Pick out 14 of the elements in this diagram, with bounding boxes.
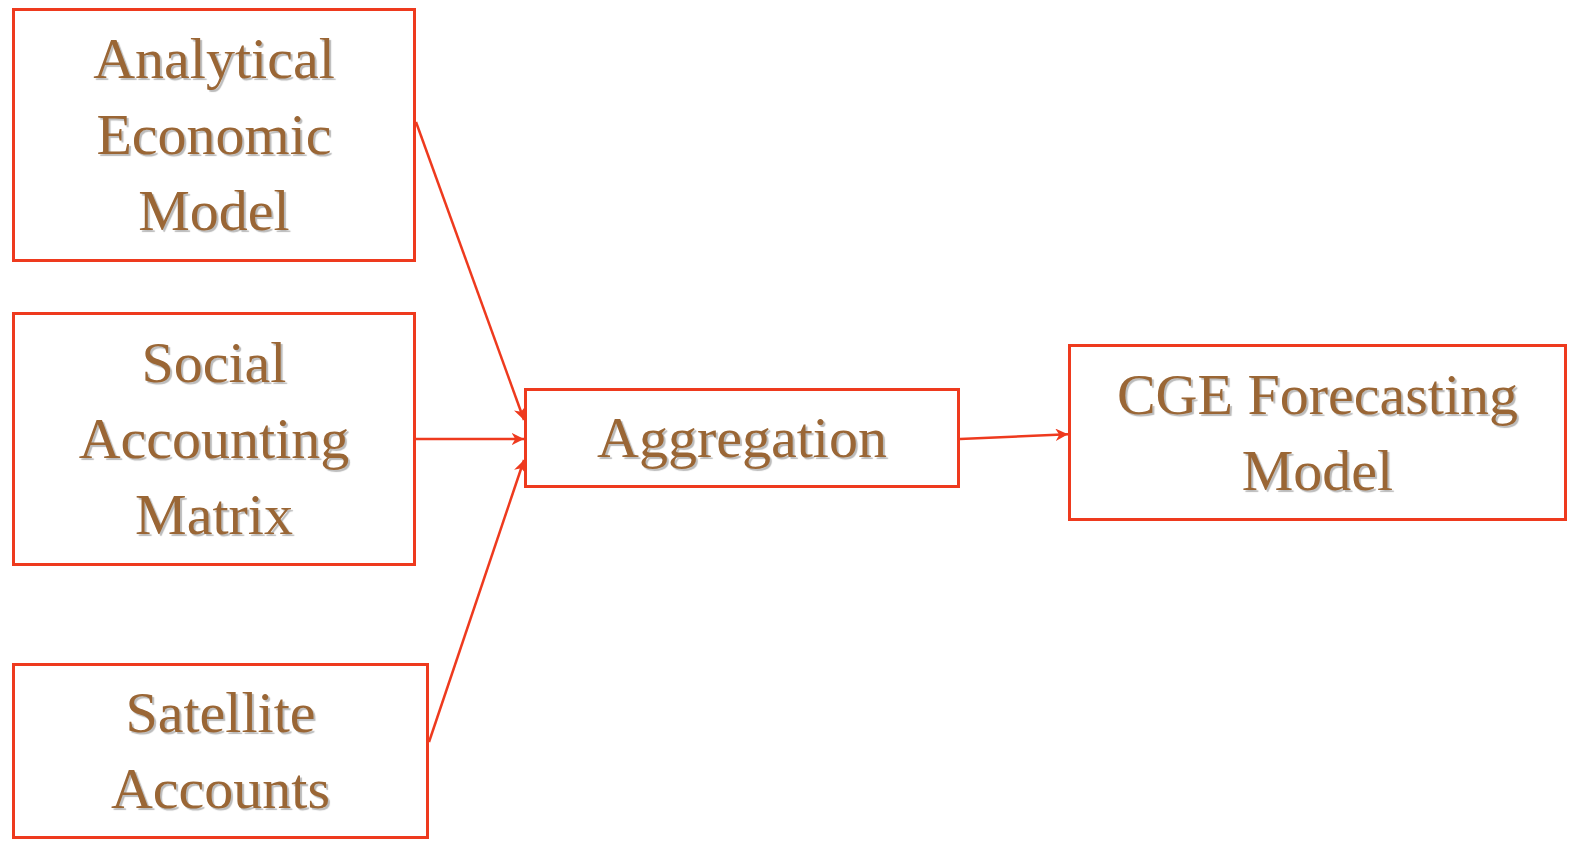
arrow bbox=[416, 432, 524, 446]
process-box bbox=[12, 8, 416, 262]
arrow bbox=[959, 428, 1069, 442]
arrow bbox=[427, 459, 526, 743]
arrow bbox=[414, 121, 526, 421]
process-box bbox=[12, 663, 429, 839]
process-box bbox=[524, 388, 960, 488]
box-label: Social Accounting Matrix bbox=[77, 329, 351, 549]
box-label: Satellite Accounts bbox=[109, 679, 332, 823]
box-label: CGE Forecasting Model bbox=[1115, 360, 1520, 505]
box-label: Analytical Economic Model bbox=[92, 25, 336, 245]
box-label: Aggregation bbox=[597, 404, 887, 472]
process-box bbox=[1068, 344, 1567, 521]
process-box bbox=[12, 312, 416, 566]
